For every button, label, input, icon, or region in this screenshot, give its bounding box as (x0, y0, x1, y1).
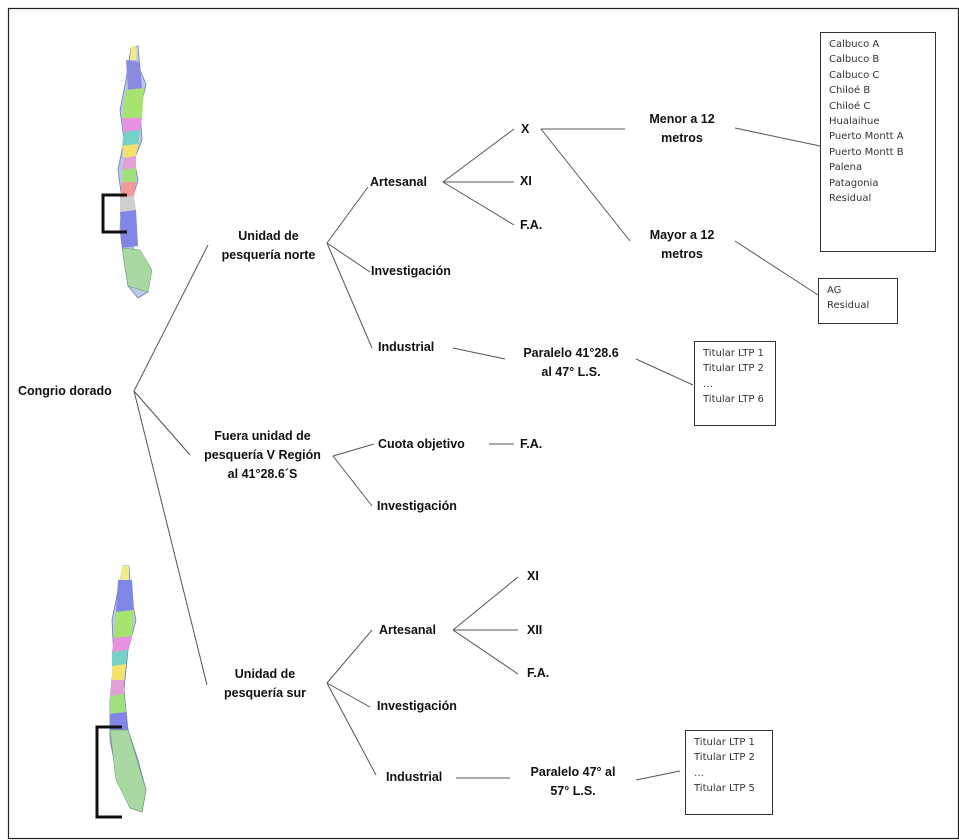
norte-menor-line2: metros (661, 131, 703, 145)
sur-artesanal: Artesanal (379, 623, 436, 637)
region-bracket-north (101, 193, 127, 234)
list-item: Titular LTP 1 (703, 348, 764, 359)
fuera-cuota-objetivo: Cuota objetivo (378, 437, 465, 451)
norte-paralelo-line1: Paralelo 41°28.6 (523, 346, 619, 360)
norte-ltp-list-box: Titular LTP 1 Titular LTP 2 … Titular LT… (694, 341, 776, 426)
norte-artesanal: Artesanal (370, 175, 427, 189)
unit-sur-line1: Unidad de (234, 667, 296, 681)
list-item: Calbuco C (829, 69, 880, 81)
norte-mayor-12: Mayor a 12 metros (630, 226, 734, 264)
norte-paralelo-line2: al 47° L.S. (541, 365, 601, 379)
sur-industrial: Industrial (386, 770, 443, 784)
list-item: Residual (827, 300, 870, 312)
list-item: Puerto Montt A (829, 131, 904, 143)
list-item: Titular LTP 2 (703, 363, 764, 375)
root-node: Congrio dorado (18, 384, 112, 398)
sur-investigacion: Investigación (377, 699, 457, 713)
norte-industrial: Industrial (378, 340, 435, 354)
unit-norte-title: Unidad de pesquería norte (211, 227, 326, 265)
list-item: Calbuco B (829, 54, 880, 66)
chile-map-north-icon (117, 45, 153, 299)
list-item: Patagonia (829, 177, 879, 189)
sur-fa: F.A. (527, 666, 550, 680)
norte-paralelo: Paralelo 41°28.6 al 47° L.S. (507, 344, 635, 382)
unit-norte-line1: Unidad de (238, 229, 299, 243)
unit-sur-line2: pesquería sur (224, 686, 306, 700)
unit-fuera-line1: Fuera unidad de (214, 429, 311, 443)
norte-mayor-line1: Mayor a 12 (649, 228, 715, 242)
chile-map-south-icon (109, 565, 147, 813)
norte-region-x: X (521, 122, 530, 136)
list-item: Titular LTP 6 (703, 394, 764, 406)
fuera-fa: F.A. (520, 437, 543, 451)
norte-mayor-list-box: AG Residual (818, 278, 898, 324)
region-bracket-south (95, 725, 122, 819)
list-item: Titular LTP 5 (694, 783, 755, 795)
sur-paralelo-line1: Paralelo 47° al (530, 765, 616, 779)
norte-investigacion: Investigación (371, 264, 451, 278)
list-item: Calbuco A (829, 39, 880, 50)
list-item: … (694, 767, 704, 779)
norte-region-xi: XI (520, 174, 532, 188)
unit-sur-title: Unidad de pesquería sur (204, 665, 326, 703)
list-item: Chiloé B (829, 85, 871, 97)
list-item: … (703, 378, 713, 390)
unit-norte-line2: pesquería norte (221, 248, 316, 262)
list-item: Titular LTP 1 (694, 737, 755, 748)
list-item: Puerto Montt B (829, 146, 904, 158)
tree-lines (133, 127, 821, 781)
list-item: Chiloé C (829, 100, 871, 112)
list-item: Residual (829, 193, 872, 205)
unit-fuera-line3: al 41°28.6´S (227, 467, 298, 481)
norte-fa: F.A. (520, 218, 543, 232)
norte-mayor-line2: metros (661, 247, 703, 261)
sur-region-xi: XI (527, 569, 539, 583)
norte-menor-list-box: Calbuco A Calbuco B Calbuco C Chiloé B C… (820, 32, 936, 252)
unit-fuera-line2: pesquería V Región (204, 448, 321, 462)
sur-region-xii: XII (527, 623, 543, 637)
unit-fuera-title: Fuera unidad de pesquería V Región al 41… (190, 427, 335, 484)
list-item: AG (827, 285, 842, 296)
sur-ltp-list-box: Titular LTP 1 Titular LTP 2 … Titular LT… (685, 730, 773, 815)
sur-paralelo-line2: 57° L.S. (550, 784, 596, 798)
list-item: Palena (829, 162, 863, 174)
norte-menor-12: Menor a 12 metros (630, 110, 734, 148)
sur-paralelo: Paralelo 47° al 57° L.S. (511, 763, 635, 801)
fuera-investigacion: Investigación (377, 499, 457, 513)
list-item: Titular LTP 2 (694, 752, 755, 764)
norte-menor-line1: Menor a 12 (649, 112, 715, 126)
list-item: Hualaihue (829, 116, 880, 128)
diagram-border (7, 7, 959, 840)
